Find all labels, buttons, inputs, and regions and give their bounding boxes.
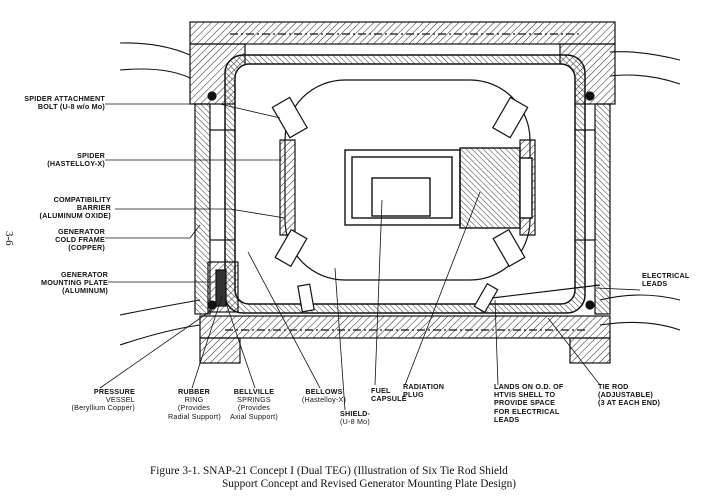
page-number: 3-6 <box>3 231 15 246</box>
label-bellows: BELLOWS(Hastelloy-X) <box>301 387 347 405</box>
label-spider: SPIDER(HASTELLOY-X) <box>47 151 105 169</box>
caption-line-2: Support Concept and Revised Generator Mo… <box>222 478 516 490</box>
leader-lines <box>99 103 641 411</box>
label-tie-rod: TIE ROD(ADJUSTABLE)(3 AT EACH END) <box>598 382 661 408</box>
fuel-capsule-assembly <box>344 147 533 229</box>
caption-line-1: Figure 3-1. SNAP-21 Concept I (Dual TEG)… <box>150 465 508 477</box>
mounting-details <box>207 91 595 313</box>
label-shield: SHIELD-(U-8 Mo) <box>340 409 371 427</box>
tie-rods <box>297 282 601 314</box>
figure-caption: Figure 3-1. SNAP-21 Concept I (Dual TEG)… <box>150 465 620 491</box>
